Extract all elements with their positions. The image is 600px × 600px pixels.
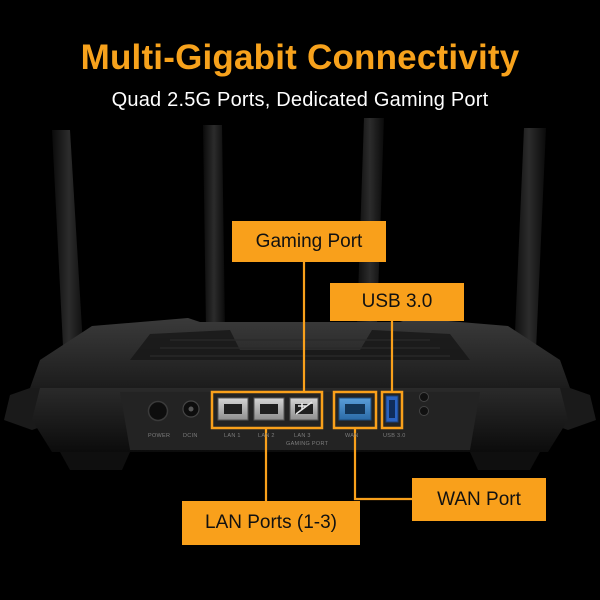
- usb-callout: USB 3.0: [330, 283, 464, 321]
- wan-port-callout: WAN Port: [412, 478, 546, 521]
- reset-button: [419, 392, 429, 402]
- antenna-far-right: [512, 128, 546, 400]
- gaming-port-label: GAMING PORT: [286, 441, 329, 447]
- router-foot-left: [60, 452, 130, 470]
- gaming-port-callout: Gaming Port: [232, 221, 386, 262]
- router-top-vent-lines: [150, 339, 450, 357]
- usb-label: USB 3.0: [383, 433, 406, 439]
- usb-port-slot: [389, 400, 395, 418]
- dc-label: DCIN: [183, 433, 198, 439]
- lan-port-1-slot: [224, 404, 242, 414]
- power-area: [147, 400, 200, 422]
- wan-port-slot: [345, 404, 365, 414]
- lan3-label: LAN 3: [294, 433, 311, 439]
- callout-lines: [264, 262, 412, 501]
- router-top-vent: [130, 330, 470, 360]
- wps-button: [419, 406, 429, 416]
- wan-callout-line: [353, 428, 412, 501]
- gaming-port-icon: [295, 401, 313, 415]
- headline: Multi-Gigabit Connectivity: [80, 38, 520, 77]
- wan-label: WAN: [345, 433, 359, 439]
- lan-ports: [217, 397, 319, 421]
- lan-port-2-slot: [260, 404, 278, 414]
- subheadline: Quad 2.5G Ports, Dedicated Gaming Port: [111, 89, 489, 111]
- power-button: [147, 400, 169, 422]
- lan1-label: LAN 1: [224, 433, 241, 439]
- antenna-left: [203, 125, 225, 330]
- lan-ports-callout: LAN Ports (1-3): [182, 501, 360, 545]
- lan2-label: LAN 2: [258, 433, 275, 439]
- power-label: POWER: [148, 433, 171, 439]
- router-foot-right: [470, 452, 540, 470]
- router-body: [4, 318, 596, 470]
- dc-jack-pin: [188, 406, 194, 412]
